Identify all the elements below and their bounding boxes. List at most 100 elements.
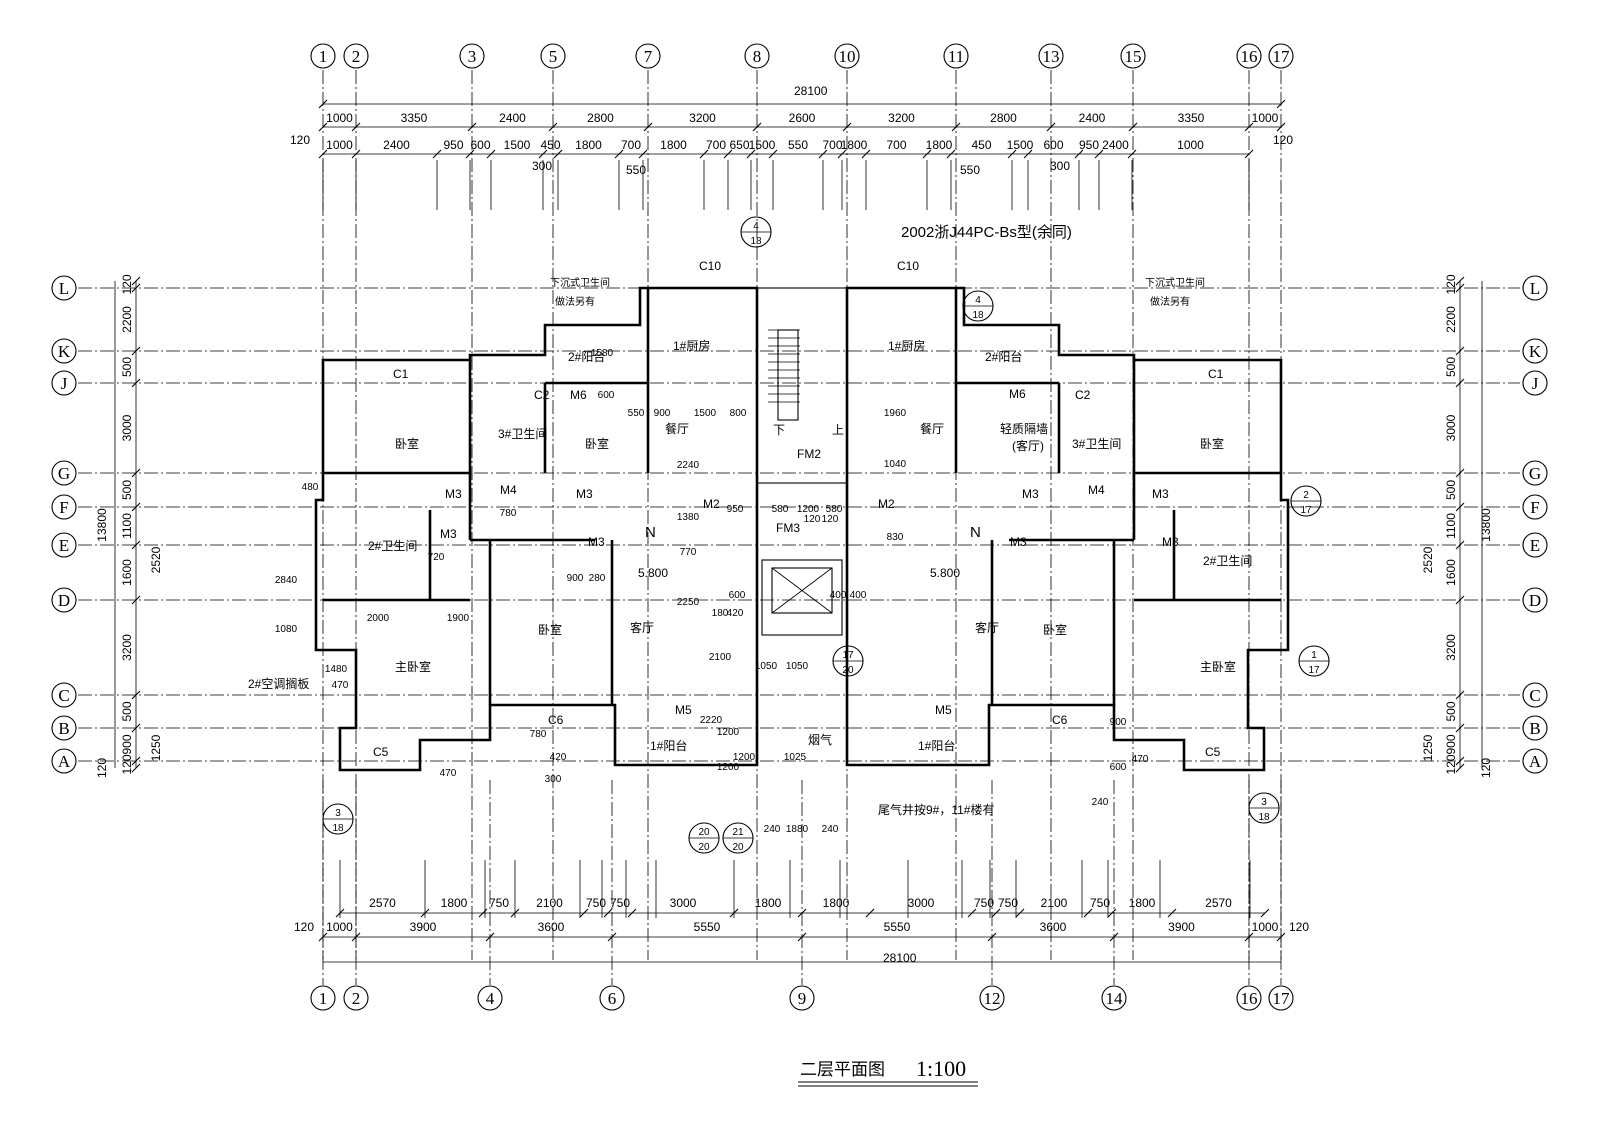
axis-top-17-circle [1268,43,1294,69]
dim-right-inner-tick-11 [1455,763,1465,773]
room-dim-41: 300 [545,774,562,785]
lift-x-2 [771,567,833,614]
dim-left-inner-text-6: 1600 [120,559,134,586]
dim-top-row2-tick-0 [318,149,328,159]
dim-right-inner-text-1: 2200 [1444,306,1458,333]
dim-top-row2-text-0: 1000 [326,138,353,152]
dim-right-inner-tick-2 [1455,346,1465,356]
axis-right-A-label: A [1529,752,1542,771]
dim-bottom-row2-text-0: 1000 [326,920,353,934]
room-dim-28: 1900 [447,613,470,624]
room-bath3-right: 3#卫生间 [1072,437,1121,451]
dim-left-inner-text-3: 3000 [120,414,134,441]
dim-top-row2-text-6: 1800 [575,138,602,152]
dim-top-row1-text-4: 3200 [689,111,716,125]
dim-left-inner-tick-6 [131,540,141,550]
dim-bottom-row1-tick-13 [1083,908,1093,918]
tag-c2-20: C2 [534,388,550,402]
dim-bottom-row2-text-5: 3600 [1040,920,1067,934]
dim-top-row2-text-12: 550 [788,138,808,152]
room-master-right: 主卧室 [1200,659,1236,674]
dim-bottom-row1-text-1: 1800 [441,896,468,910]
dim-bottom-row2-tick-3 [607,932,617,942]
dim-top-row2-tick-13 [818,149,828,159]
room-dim-2: 550 [628,408,645,419]
dim-bottom-row1-text-6: 3000 [670,896,697,910]
dim-top-row2-tick-4 [486,149,496,159]
dim-left-inner-text-10: 120 [120,754,134,774]
dim-bottom-row1-tick-14 [1107,908,1117,918]
room-dim-52: 120 [804,514,821,525]
axis-left-D-circle [51,587,77,613]
room-living-right: 客厅 [975,620,999,635]
axis-left-F-label: F [59,498,68,517]
room-guest-note: (客厅) [1012,438,1044,453]
axis-top-8-circle [744,43,770,69]
dim-top-row2-text-3: 600 [470,138,490,152]
tag-m3-0: M3 [445,487,462,501]
axis-top-7-label: 7 [644,47,653,66]
dim-bottom-row1-text-4: 750 [586,896,606,910]
room-dim-37: 1050 [786,661,809,672]
dim-top-row1-tick-11 [1276,122,1286,132]
dim-top-row1-text-1: 3350 [401,111,428,125]
dim-bottom-row1-tick-8 [797,908,807,918]
dim-right-inner-tick-9 [1455,723,1465,733]
room-dim-49: 600 [1110,762,1127,773]
axis-top-17-label: 17 [1273,47,1291,66]
tag-c2-21: C2 [1075,388,1091,402]
dim-bottom-row1-tick-16 [1260,908,1270,918]
level-right: 5.800 [930,566,960,580]
axis-right-A-circle [1522,748,1548,774]
tag-fm3-8: FM3 [776,521,800,535]
dim-bottom-row2-tick-8 [1276,932,1286,942]
callout-den-7: 17 [1308,665,1320,676]
axis-left-B-label: B [58,719,69,738]
room-bedroom-left-2: 卧室 [585,436,609,451]
dim-bottom-row1-tick-6 [627,908,637,918]
room-bedroom-right-2: 卧室 [1043,622,1067,637]
tag-m6-11: M6 [1009,387,1026,401]
dim-bottom-row1-text-7: 1800 [755,896,782,910]
dim-left-inner-tick-11 [131,763,141,773]
axis-right-B-label: B [1529,719,1540,738]
dim-top-row2-text-17: 450 [971,138,991,152]
dim-right-inner-tick-8 [1455,690,1465,700]
dim-bottom-row1-text-2: 750 [489,896,509,910]
dim-top-row2-text-21: 2400 [1102,138,1129,152]
tag-m3-15: M3 [1010,535,1027,549]
overall-top-tick-1 [1276,99,1286,109]
dim-right-inner-text-8: 500 [1444,701,1458,721]
dim-top-row2-tick-9 [699,149,709,159]
dim-bottom-row2-tick-4 [797,932,807,942]
axis-bottom-9-circle [789,985,815,1011]
axis-right-L-label: L [1530,279,1540,298]
dim-top-row1-text-3: 2800 [587,111,614,125]
dim-bottom-row1-text-11: 750 [998,896,1018,910]
dim-bottom-row2-tick-7 [1244,932,1254,942]
dim-bottom-row2-tick-5 [987,932,997,942]
dim-bottom-row1-text-5: 750 [610,896,630,910]
dim-bottom-row1-tick-10 [967,908,977,918]
room-bath2-right: 2#卫生间 [1203,554,1252,568]
room-dim-22: 2840 [275,575,298,586]
room-dim-45: 240 [822,824,839,835]
dimension-lines [114,99,1483,963]
room-dim-3: 900 [654,408,671,419]
lift-shaft [771,567,833,614]
tag-c1-19: C1 [1208,367,1224,381]
overall-width-bottom: 28100 [883,951,917,965]
room-dim-42: 470 [440,768,457,779]
axis-bottom-17-label: 17 [1273,989,1291,1008]
callout-den-4: 20 [732,842,744,853]
dim-top-row1-tick-0 [318,122,328,132]
room-dining-right: 餐厅 [920,421,944,436]
dim-right-outer-0: 13800 [1479,508,1493,542]
axis-top-11-label: 11 [948,47,964,66]
axis-right-J-circle [1522,370,1548,396]
dim-right-inner-tick-4 [1455,468,1465,478]
overall-dimension: 28100 28100 [794,84,917,965]
axis-left-C-label: C [58,686,69,705]
room-dim-5: 800 [730,408,747,419]
room-bath3-left: 3#卫生间 [498,427,547,441]
